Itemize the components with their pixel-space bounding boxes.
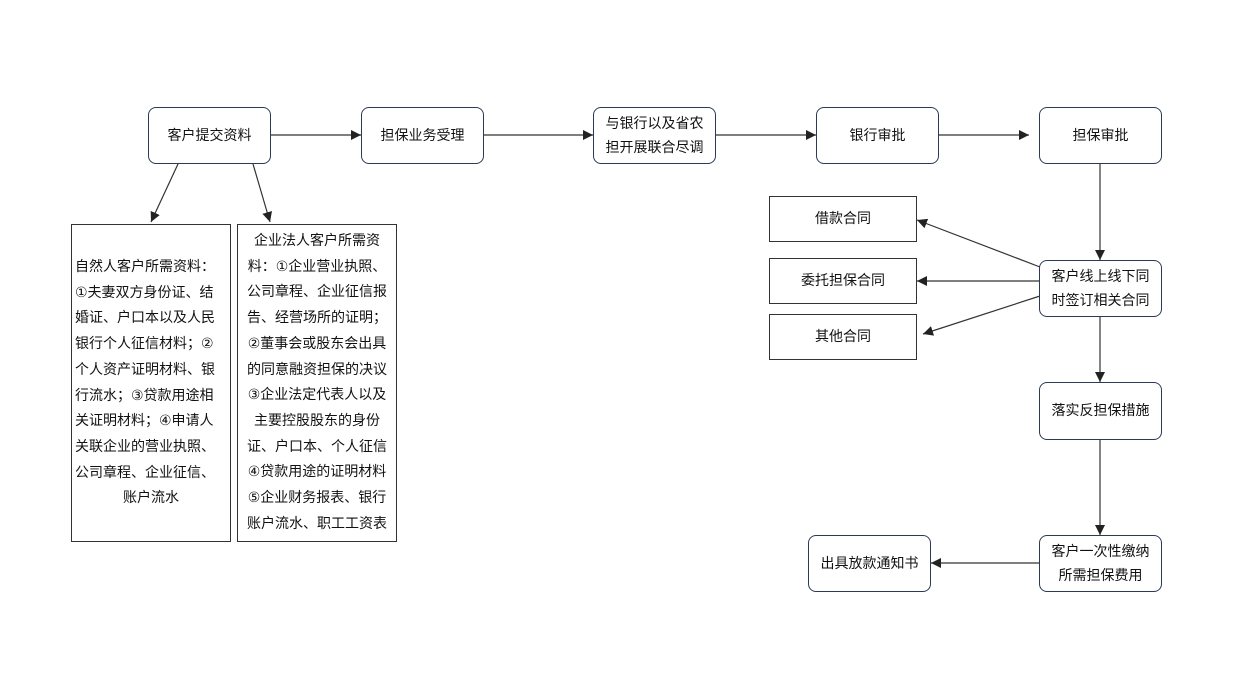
natural-note-line: 账户流水: [123, 490, 179, 507]
natural-note-line: 关联企业的营业执照、: [75, 438, 215, 455]
loan-contract-label: 借款合同: [815, 211, 871, 227]
corporate-note-line: 企业法人客户所需资: [254, 233, 380, 249]
bank-review-label: 银行审批: [849, 127, 906, 144]
sign-contracts-line1: 客户线上线下同: [1051, 268, 1150, 285]
edge-submit-to-natural-note: [150, 163, 179, 223]
corporate-note-line: 告、经营场所的证明；: [247, 310, 387, 327]
joint-due-diligence-node: 与银行以及省农 担开展联合尽调: [593, 107, 716, 164]
entrust-contract-label: 委托担保合同: [801, 273, 885, 289]
loan-contract-node: 借款合同: [769, 196, 917, 242]
natural-note-line: 自然人客户所需资料：: [75, 259, 215, 275]
corporate-note-line: 公司章程、企业征信报: [247, 284, 387, 301]
bank-review-node: 银行审批: [816, 107, 939, 164]
submit-materials-node: 客户提交资料: [148, 107, 271, 164]
corporate-note-line: 料：①企业营业执照、: [247, 258, 387, 275]
corporate-note-line: 账户流水、职工工资表: [247, 515, 387, 532]
corporate-note-line: ④贷款用途的证明材料: [247, 464, 387, 481]
guarantee-review-node: 担保审批: [1039, 107, 1162, 164]
natural-note-line: 公司章程、企业征信、: [75, 464, 215, 481]
counter-guarantee-label: 落实反担保措施: [1051, 403, 1150, 419]
corporate-note-line: ③企业法定代表人以及: [247, 387, 387, 404]
natural-note-line: ①夫妻双方身份证、结: [75, 284, 214, 301]
corporate-note-line: 证、户口本、个人征信: [247, 438, 387, 455]
edge-sign-to-other-contract: [922, 295, 1041, 336]
pay-fee-line2: 所需担保费用: [1058, 567, 1143, 584]
sign-contracts-line2: 时签订相关合同: [1051, 292, 1150, 309]
natural-note-line: 关证明材料；④申请人: [75, 413, 214, 430]
corporate-requirements-note: 企业法人客户所需资 料：①企业营业执照、 公司章程、企业征信报 告、经营场所的证…: [237, 224, 397, 542]
joint-due-diligence-line2: 担开展联合尽调: [605, 139, 704, 156]
accept-business-node: 担保业务受理: [361, 107, 484, 164]
natural-note-line: 银行个人征信材料；②: [75, 336, 214, 353]
guarantee-review-label: 担保审批: [1072, 127, 1129, 144]
corporate-note-line: ⑤企业财务报表、银行: [247, 490, 387, 507]
loan-notice-label: 出具放款通知书: [820, 555, 919, 572]
loan-notice-node: 出具放款通知书: [808, 535, 931, 592]
entrust-contract-node: 委托担保合同: [769, 258, 917, 304]
sign-contracts-node: 客户线上线下同 时签订相关合同: [1039, 260, 1162, 317]
natural-note-line: 婚证、户口本以及人民: [75, 310, 215, 327]
edge-submit-to-corporate-note: [252, 163, 272, 223]
other-contract-label: 其他合同: [815, 329, 871, 345]
corporate-note-line: ②董事会或股东会出具: [247, 335, 387, 352]
corporate-note-line: 的同意融资担保的决议: [247, 361, 387, 378]
joint-due-diligence-line1: 与银行以及省农: [605, 115, 704, 132]
natural-note-line: 行流水；③贷款用途相: [75, 387, 214, 404]
counter-guarantee-node: 落实反担保措施: [1039, 382, 1162, 440]
accept-business-label: 担保业务受理: [380, 127, 465, 144]
pay-fee-line1: 客户一次性缴纳: [1051, 543, 1150, 560]
submit-materials-label: 客户提交资料: [167, 127, 252, 144]
pay-fee-node: 客户一次性缴纳 所需担保费用: [1039, 535, 1162, 592]
natural-note-line: 个人资产证明材料、银: [75, 361, 215, 378]
other-contract-node: 其他合同: [769, 314, 917, 360]
edge-sign-to-loan-contract: [916, 218, 1041, 268]
corporate-note-line: 主要控股股东的身份: [254, 412, 380, 429]
natural-person-requirements-note: 自然人客户所需资料： ①夫妻双方身份证、结 婚证、户口本以及人民 银行个人征信材…: [71, 224, 231, 542]
